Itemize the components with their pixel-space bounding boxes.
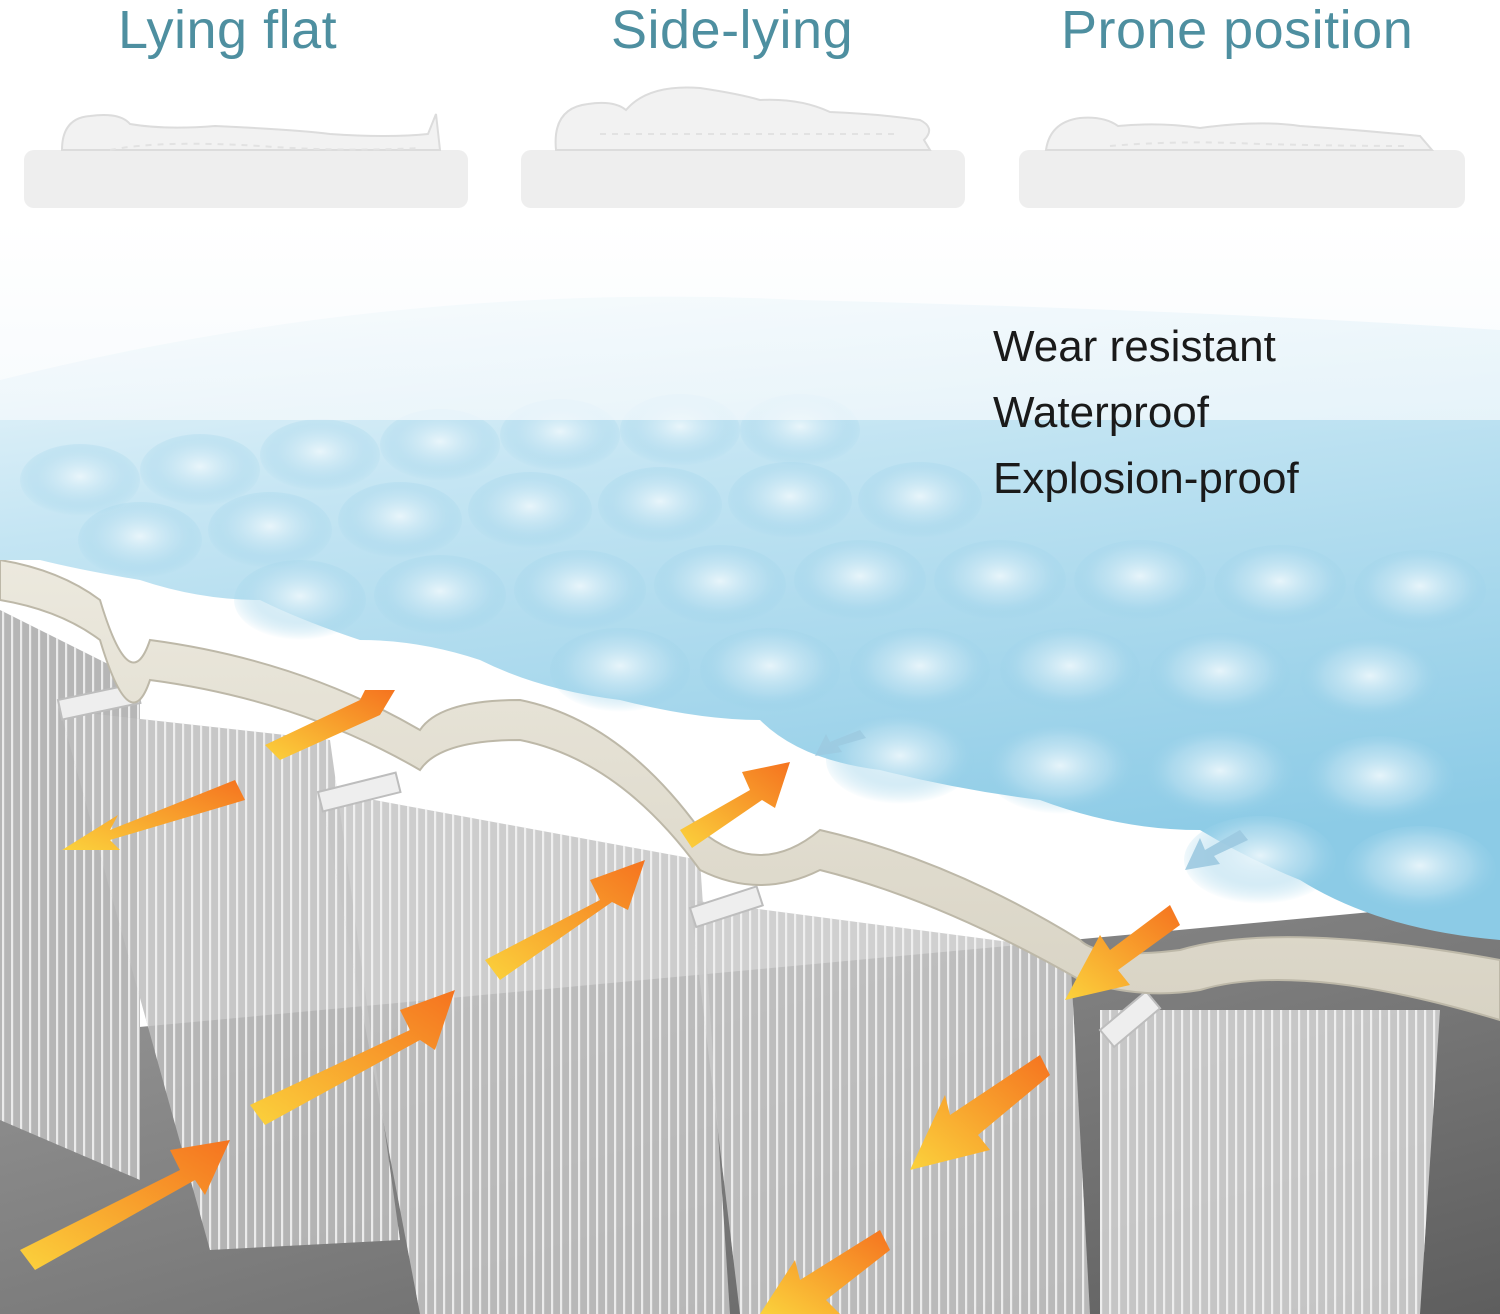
- feature-wear-resistant: Wear resistant: [993, 322, 1276, 371]
- support-rods: [56, 682, 1162, 1049]
- lying-flat-silhouette-icon: [24, 113, 468, 208]
- airflow-arrows: [20, 690, 1248, 1314]
- prone-silhouette-icon: [1019, 116, 1465, 208]
- feature-explosion-proof: Explosion-proof: [993, 454, 1299, 503]
- tpu-layer: [0, 558, 1500, 1022]
- position-label-lying-flat: Lying flat: [118, 0, 338, 60]
- feature-list: Wear resistant Waterproof Explosion-proo…: [993, 314, 1413, 512]
- position-label-prone: Prone position: [1061, 0, 1414, 60]
- drop-stitch-fiber-columns: [0, 610, 1440, 1314]
- side-lying-silhouette-icon: [521, 86, 965, 208]
- feature-waterproof: Waterproof: [993, 388, 1210, 437]
- position-label-side-lying: Side-lying: [611, 0, 854, 60]
